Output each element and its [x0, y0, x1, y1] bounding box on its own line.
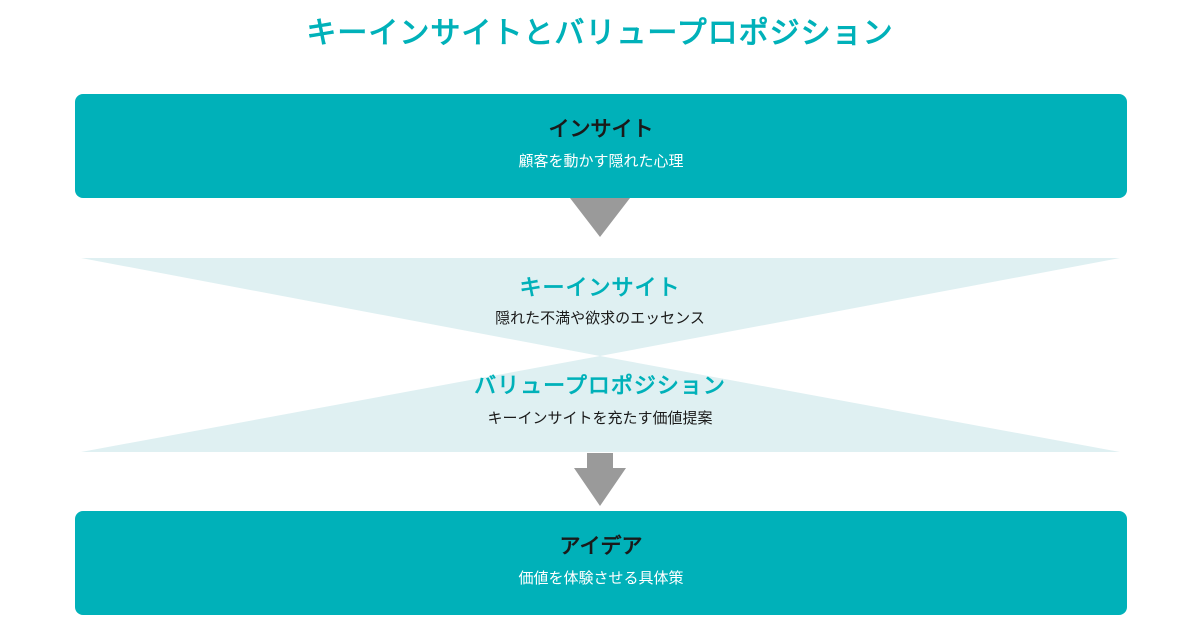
value-proposition-heading: バリュープロポジション — [474, 374, 726, 399]
idea-heading: アイデア — [559, 534, 643, 558]
insight-box: インサイト 顧客を動かす隠れた心理 — [75, 94, 1127, 198]
idea-subtitle: 価値を体験させる具体策 — [518, 569, 684, 587]
insight-subtitle: 顧客を動かす隠れた心理 — [518, 152, 684, 170]
page-title: キーインサイトとバリュープロポジション — [306, 16, 894, 51]
idea-box: アイデア 価値を体験させる具体策 — [75, 511, 1127, 615]
bottom-down-arrow — [574, 453, 626, 506]
key-insight-band — [81, 258, 1120, 356]
value-proposition-band — [81, 356, 1120, 452]
value-proposition-subtitle: キーインサイトを充たす価値提案 — [487, 409, 713, 427]
top-down-arrow — [570, 198, 630, 237]
insight-heading: インサイト — [548, 117, 654, 141]
key-insight-subtitle: 隠れた不満や欲求のエッセンス — [495, 309, 705, 327]
key-insight-heading: キーインサイト — [519, 276, 681, 301]
